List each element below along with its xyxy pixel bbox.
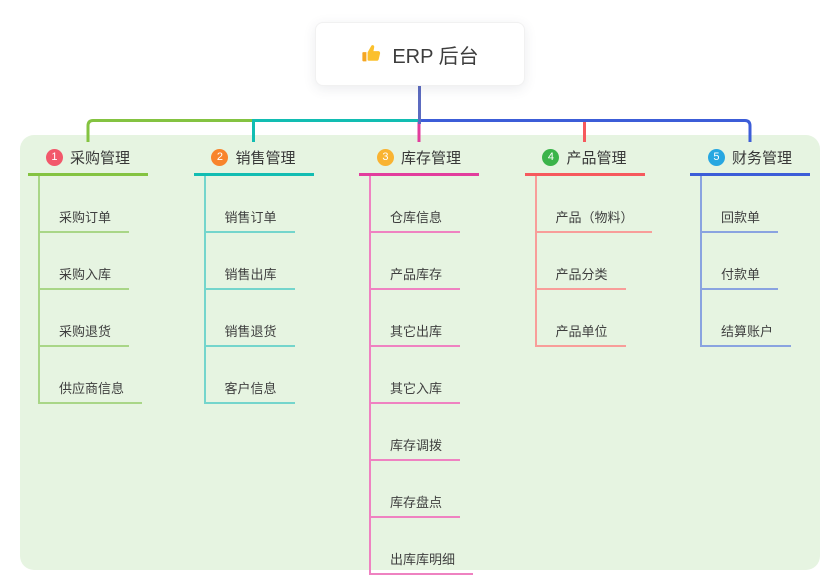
branch-column: 2 销售管理销售订单销售出库销售退货客户信息: [193, 141, 314, 404]
branch-children: 销售订单销售出库销售退货客户信息: [203, 176, 295, 404]
branch-number-badge: 1: [45, 148, 63, 166]
child-node[interactable]: 产品库存: [371, 233, 461, 290]
child-node-label: 产品（物料）: [555, 210, 634, 225]
branch-number-badge: 2: [211, 148, 229, 166]
child-node-label: 销售出库: [224, 267, 277, 282]
branch-children: 采购订单采购入库采购退货供应商信息: [38, 176, 143, 404]
child-node-label: 库存盘点: [390, 495, 443, 510]
branch-node[interactable]: 2 销售管理: [193, 141, 314, 176]
child-node[interactable]: 销售订单: [205, 176, 295, 233]
child-node-label: 付款单: [721, 267, 761, 282]
child-node[interactable]: 采购退货: [40, 290, 130, 347]
mindmap-branch-panel: [20, 135, 820, 570]
child-node-label: 出库库明细: [390, 552, 456, 567]
branch-node[interactable]: 3 库存管理: [359, 141, 479, 176]
child-node-label: 产品库存: [390, 267, 443, 282]
child-node-label: 销售订单: [224, 210, 277, 225]
child-node-label: 回款单: [721, 210, 761, 225]
thumbs-up-icon: [361, 43, 383, 65]
child-node-label: 其它入库: [390, 381, 443, 396]
branch-children: 仓库信息产品库存其它出库其它入库库存调拨库存盘点出库库明细: [369, 176, 474, 575]
branch-column: 1 采购管理采购订单采购入库采购退货供应商信息: [28, 141, 148, 404]
child-node[interactable]: 结算账户: [702, 290, 792, 347]
child-node-label: 销售退货: [224, 324, 277, 339]
child-node-label: 库存调拨: [390, 438, 443, 453]
child-node[interactable]: 库存调拨: [371, 404, 461, 461]
child-node-label: 客户信息: [224, 381, 277, 396]
branch-node[interactable]: 5 财务管理: [690, 141, 810, 176]
child-node-label: 采购订单: [59, 210, 112, 225]
branch-children: 产品（物料） 产品分类产品单位: [534, 176, 652, 347]
child-node[interactable]: 采购入库: [40, 233, 130, 290]
branch-column: 3 库存管理仓库信息产品库存其它出库其它入库库存调拨库存盘点出库库明细: [359, 141, 479, 575]
branch-label: 库存管理: [400, 149, 461, 167]
branch-node[interactable]: 4 产品管理: [524, 141, 645, 176]
child-node-label: 其它出库: [390, 324, 443, 339]
branch-children: 回款单付款单结算账户: [700, 176, 792, 347]
child-node[interactable]: 销售出库: [205, 233, 295, 290]
branch-node[interactable]: 1 采购管理: [28, 141, 148, 176]
child-node[interactable]: 供应商信息: [40, 347, 143, 404]
child-node-label: 产品单位: [555, 324, 608, 339]
child-node[interactable]: 出库库明细: [371, 518, 474, 575]
child-node-label: 仓库信息: [390, 210, 443, 225]
child-node-label: 产品分类: [555, 267, 608, 282]
child-node[interactable]: 付款单: [702, 233, 779, 290]
branch-label: 产品管理: [566, 149, 627, 167]
child-node[interactable]: 销售退货: [205, 290, 295, 347]
branch-label: 销售管理: [235, 149, 296, 167]
branch-label: 采购管理: [69, 149, 130, 167]
branch-column: 5 财务管理回款单付款单结算账户: [690, 141, 810, 347]
child-node[interactable]: 产品分类: [536, 233, 626, 290]
branch-number-badge: 5: [707, 148, 725, 166]
child-node[interactable]: 产品（物料）: [536, 176, 652, 233]
branch-number-badge: 4: [542, 148, 560, 166]
child-node[interactable]: 采购订单: [40, 176, 130, 233]
root-node-label: ERP 后台: [392, 45, 479, 68]
child-node-label: 采购退货: [59, 324, 112, 339]
child-node[interactable]: 其它入库: [371, 347, 461, 404]
branch-column: 4 产品管理产品（物料） 产品分类产品单位: [524, 141, 652, 347]
child-node-label: 采购入库: [59, 267, 112, 282]
branch-number-badge: 3: [376, 148, 394, 166]
child-node[interactable]: 回款单: [702, 176, 779, 233]
child-node-label: 结算账户: [721, 324, 774, 339]
child-node[interactable]: 仓库信息: [371, 176, 461, 233]
branch-label: 财务管理: [731, 149, 792, 167]
child-node[interactable]: 客户信息: [205, 347, 295, 404]
child-node[interactable]: 产品单位: [536, 290, 626, 347]
child-node[interactable]: 其它出库: [371, 290, 461, 347]
root-node[interactable]: ERP 后台: [315, 22, 525, 86]
child-node[interactable]: 库存盘点: [371, 461, 461, 518]
child-node-label: 供应商信息: [59, 381, 125, 396]
